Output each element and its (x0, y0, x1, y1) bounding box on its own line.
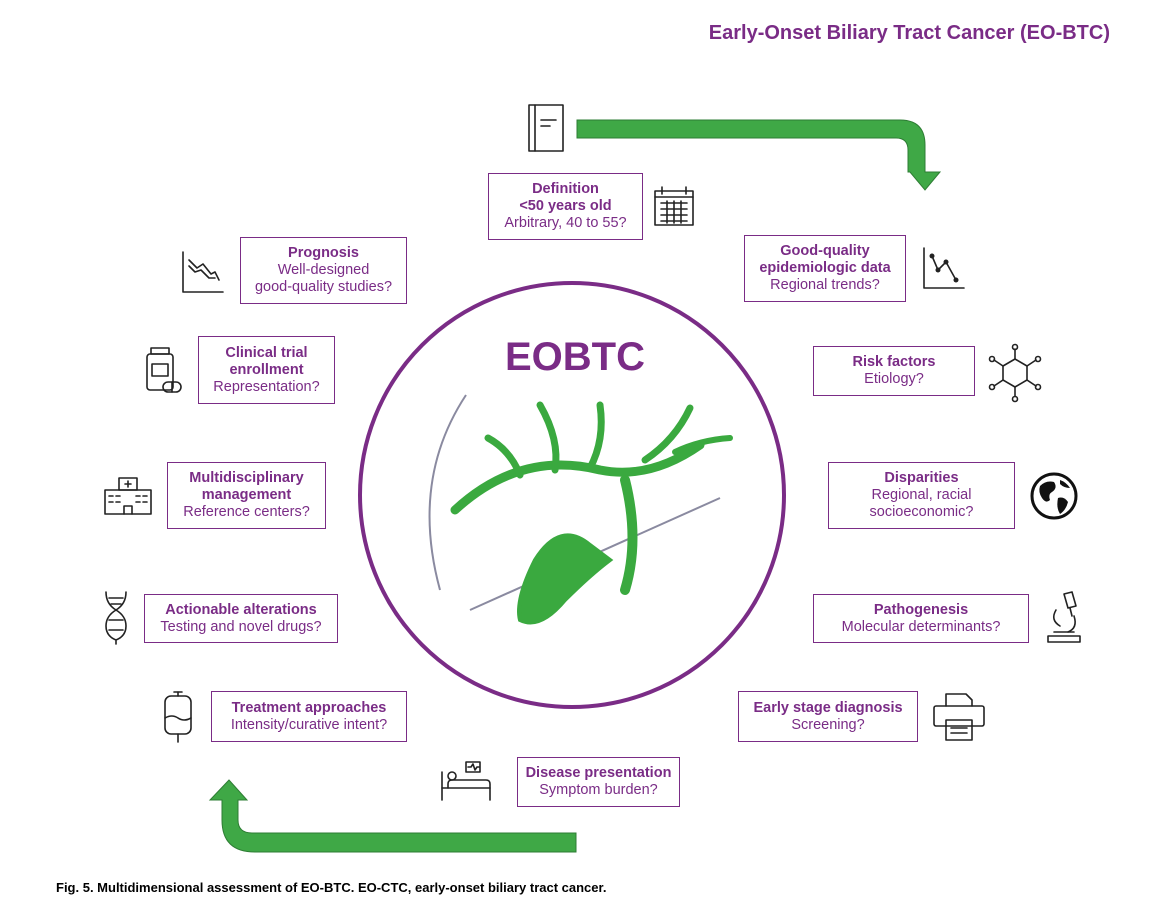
box-multidisciplinary: Multidisciplinary management Reference c… (167, 462, 326, 529)
epidemiology-title-1: Good-quality (780, 243, 870, 259)
multidisciplinary-title-1: Multidisciplinary (189, 470, 304, 486)
prognosis-sub-1: Well-designed (277, 262, 370, 278)
box-disparities: Disparities Regional, racial socioeconom… (828, 462, 1015, 529)
actionable-title: Actionable alterations (165, 601, 317, 618)
definition-age: <50 years old (519, 198, 612, 214)
center-label: EOBTC (505, 335, 645, 379)
epidemiology-sub: Regional trends? (770, 277, 880, 293)
early-title: Early stage diagnosis (753, 699, 903, 716)
multidisciplinary-sub: Reference centers? (183, 504, 310, 520)
early-sub: Screening? (791, 716, 865, 733)
printer-icon (933, 693, 985, 741)
dna-icon (105, 591, 127, 645)
hospital-icon (104, 477, 152, 515)
box-risk-factors: Risk factors Etiology? (813, 346, 975, 396)
definition-range: Arbitrary, 40 to 55? (504, 215, 627, 231)
pathogenesis-sub: Molecular determinants? (841, 618, 1001, 635)
microscope-icon (1047, 591, 1081, 643)
prognosis-sub-2: good-quality studies? (254, 279, 393, 295)
pathogenesis-title: Pathogenesis (873, 601, 969, 618)
box-prognosis: Prognosis Well-designed good-quality stu… (240, 237, 407, 304)
presentation-sub: Symptom burden? (539, 782, 658, 798)
calendar-icon (654, 186, 694, 226)
definition-title: Definition (532, 181, 599, 197)
disparities-sub-1: Regional, racial (871, 487, 972, 503)
globe-icon (1030, 472, 1078, 520)
figure-caption: Fig. 5. Multidimensional assessment of E… (56, 880, 607, 895)
disparities-title: Disparities (884, 470, 959, 486)
book-icon (528, 104, 564, 152)
box-epidemiology: Good-quality epidemiologic data Regional… (744, 235, 906, 302)
multidisciplinary-title-2: management (201, 487, 292, 503)
treatment-sub: Intensity/curative intent? (230, 716, 388, 733)
declining-chart-icon (182, 251, 224, 293)
iv-bag-icon (164, 691, 192, 743)
clinical-title-1: Clinical trial (225, 344, 308, 361)
figure-title: Early-Onset Biliary Tract Cancer (EO-BTC… (708, 22, 1110, 44)
actionable-sub: Testing and novel drugs? (160, 618, 322, 635)
molecule-icon (988, 343, 1042, 403)
box-pathogenesis: Pathogenesis Molecular determinants? (813, 594, 1029, 643)
risk-sub: Etiology? (864, 371, 924, 387)
box-disease-presentation: Disease presentation Symptom burden? (517, 757, 680, 807)
pill-bottle-icon (146, 347, 182, 393)
risk-title: Risk factors (852, 354, 936, 370)
clinical-title-2: enrollment (229, 361, 304, 378)
biliary-tree-illustration (450, 401, 733, 625)
disparities-sub-2: socioeconomic? (869, 504, 974, 520)
hospital-bed-icon (441, 761, 491, 801)
box-early-diagnosis: Early stage diagnosis Screening? (738, 691, 918, 742)
treatment-title: Treatment approaches (231, 699, 387, 716)
clinical-sub: Representation? (213, 378, 320, 395)
epidemiology-title-2: epidemiologic data (759, 260, 891, 276)
box-definition: Definition <50 years old Arbitrary, 40 t… (488, 173, 643, 240)
box-actionable: Actionable alterations Testing and novel… (144, 594, 338, 643)
box-treatment: Treatment approaches Intensity/curative … (211, 691, 407, 742)
line-chart-icon (923, 247, 965, 289)
prognosis-title: Prognosis (288, 245, 359, 261)
presentation-title: Disease presentation (525, 765, 672, 781)
box-clinical-trial: Clinical trial enrollment Representation… (198, 336, 335, 404)
